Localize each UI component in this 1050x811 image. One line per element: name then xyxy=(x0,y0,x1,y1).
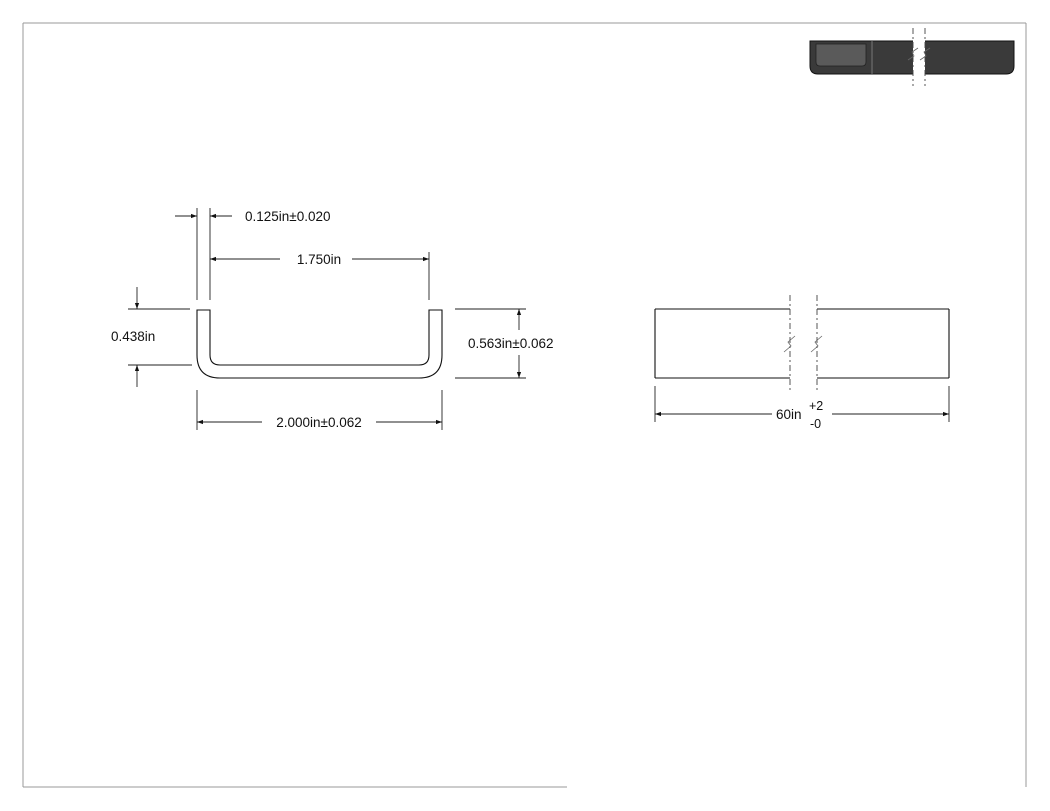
dim-length-tol-plus: +2 xyxy=(809,399,823,413)
isometric-view xyxy=(809,28,1015,86)
dim-length: 60in +2 -0 xyxy=(655,399,949,431)
dim-wall-thickness-label: 0.125in±0.020 xyxy=(245,209,330,224)
dim-inner-height-label: 0.438in xyxy=(111,329,155,344)
dim-outer-width: 2.000in±0.062 xyxy=(197,415,442,430)
dim-inner-height: 0.438in xyxy=(111,287,155,387)
dim-outer-height-label: 0.563in±0.062 xyxy=(468,336,553,351)
dim-length-label: 60in xyxy=(776,407,802,422)
extension-lines xyxy=(128,208,526,430)
sheet-frame xyxy=(22,22,1027,788)
dim-inner-width: 1.750in xyxy=(210,252,429,267)
dim-inner-width-label: 1.750in xyxy=(297,252,341,267)
dim-wall-thickness: 0.125in±0.020 xyxy=(175,209,330,224)
side-view xyxy=(654,295,950,422)
dim-length-tol-minus: -0 xyxy=(810,417,821,431)
channel-profile xyxy=(196,309,443,379)
dim-outer-width-label: 2.000in±0.062 xyxy=(276,415,361,430)
dim-outer-height: 0.563in±0.062 xyxy=(468,309,553,378)
